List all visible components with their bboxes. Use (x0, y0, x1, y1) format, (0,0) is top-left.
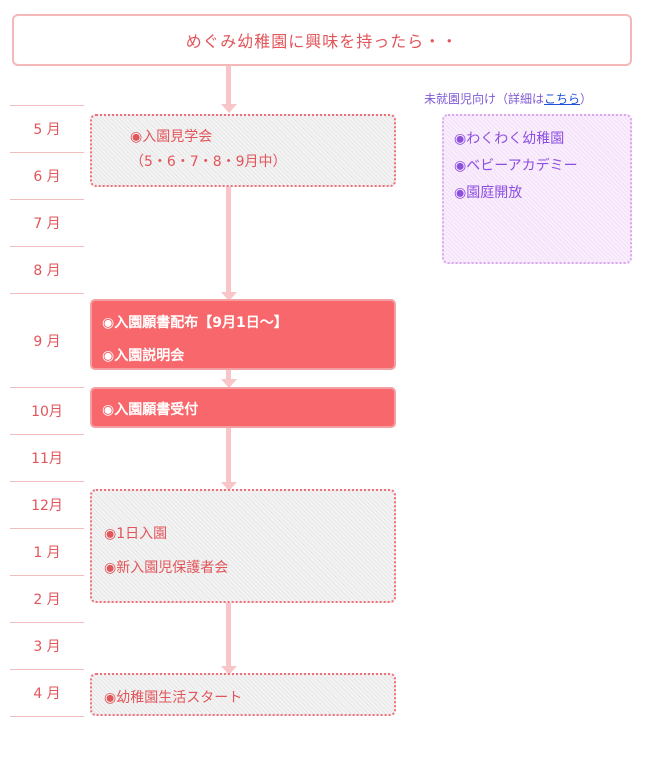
flow-line-top (226, 66, 231, 104)
event-application-reception: ◉入園願書受付 (102, 402, 199, 418)
month-label: 5 月 (33, 122, 61, 138)
arrow-down-icon (221, 292, 237, 301)
arrow-down-icon (221, 104, 237, 113)
month-divider (10, 716, 84, 717)
event-october: ◉入園願書受付 (90, 387, 396, 428)
arrow-down-icon (221, 482, 237, 491)
month-label: 6 月 (33, 169, 61, 185)
month-label: 4 月 (33, 686, 61, 702)
event-parents-meeting: ◉新入園児保護者会 (104, 560, 229, 576)
event-tour: ◉入園見学会 （5・6・7・8・9月中） (90, 114, 396, 187)
side-item-garden-open: ◉園庭開放 (454, 185, 523, 201)
month-row: 3 月 (10, 622, 84, 669)
header-title: めぐみ幼稚園に興味を持ったら・・ (185, 32, 459, 51)
header-title-box: めぐみ幼稚園に興味を持ったら・・ (12, 14, 632, 66)
month-label: 12月 (31, 498, 63, 514)
month-row: 7 月 (10, 199, 84, 246)
event-april-start: ◉幼稚園生活スタート (90, 673, 396, 716)
month-label: 10月 (31, 404, 63, 420)
month-row: 10月 (10, 387, 84, 434)
side-item-wakuwaku: ◉わくわく幼稚園 (454, 131, 565, 147)
month-row: 4 月 (10, 669, 84, 716)
side-panel-title: 未就園児向け（詳細はこちら） (424, 90, 592, 107)
side-title-prefix: 未就園児向け（詳細は (424, 92, 545, 106)
event-info-session: ◉入園説明会 (102, 348, 185, 364)
month-row: 8 月 (10, 246, 84, 293)
month-label: 2 月 (33, 592, 61, 608)
details-link[interactable]: こちら (544, 92, 581, 106)
month-label: 3 月 (33, 639, 61, 655)
month-row: 12月 (10, 481, 84, 528)
month-label: 11月 (31, 451, 63, 467)
event-school-start: ◉幼稚園生活スタート (104, 690, 243, 706)
side-panel-box: ◉わくわく幼稚園 ◉ベビーアカデミー ◉園庭開放 (442, 114, 632, 264)
flow-line-tour (226, 187, 231, 293)
month-label: 7 月 (33, 216, 61, 232)
event-tour-title: ◉入園見学会 (130, 129, 213, 145)
month-row: 1 月 (10, 528, 84, 575)
flow-line-sept (226, 370, 231, 380)
event-application-distribution: ◉入園願書配布【9月1日〜】 (102, 315, 288, 331)
month-label: 8 月 (33, 263, 61, 279)
month-row: 11月 (10, 434, 84, 481)
month-label: 9 月 (33, 333, 61, 350)
arrow-down-icon (221, 666, 237, 675)
month-row: 9 月 (10, 293, 84, 387)
flow-line-oct (226, 428, 231, 483)
flow-line-admission (226, 603, 231, 667)
event-admission: ◉1日入園 ◉新入園児保護者会 (90, 489, 396, 603)
month-row: 2 月 (10, 575, 84, 622)
side-item-baby-academy: ◉ベビーアカデミー (454, 158, 578, 174)
event-trial-day: ◉1日入園 (104, 526, 168, 542)
event-tour-period: （5・6・7・8・9月中） (130, 154, 287, 170)
side-title-suffix: ） (580, 92, 593, 106)
arrow-down-icon (221, 379, 237, 388)
event-september: ◉入園願書配布【9月1日〜】 ◉入園説明会 (90, 299, 396, 370)
month-row: 6 月 (10, 152, 84, 199)
month-row: 5 月 (10, 105, 84, 152)
month-label: 1 月 (33, 545, 61, 561)
